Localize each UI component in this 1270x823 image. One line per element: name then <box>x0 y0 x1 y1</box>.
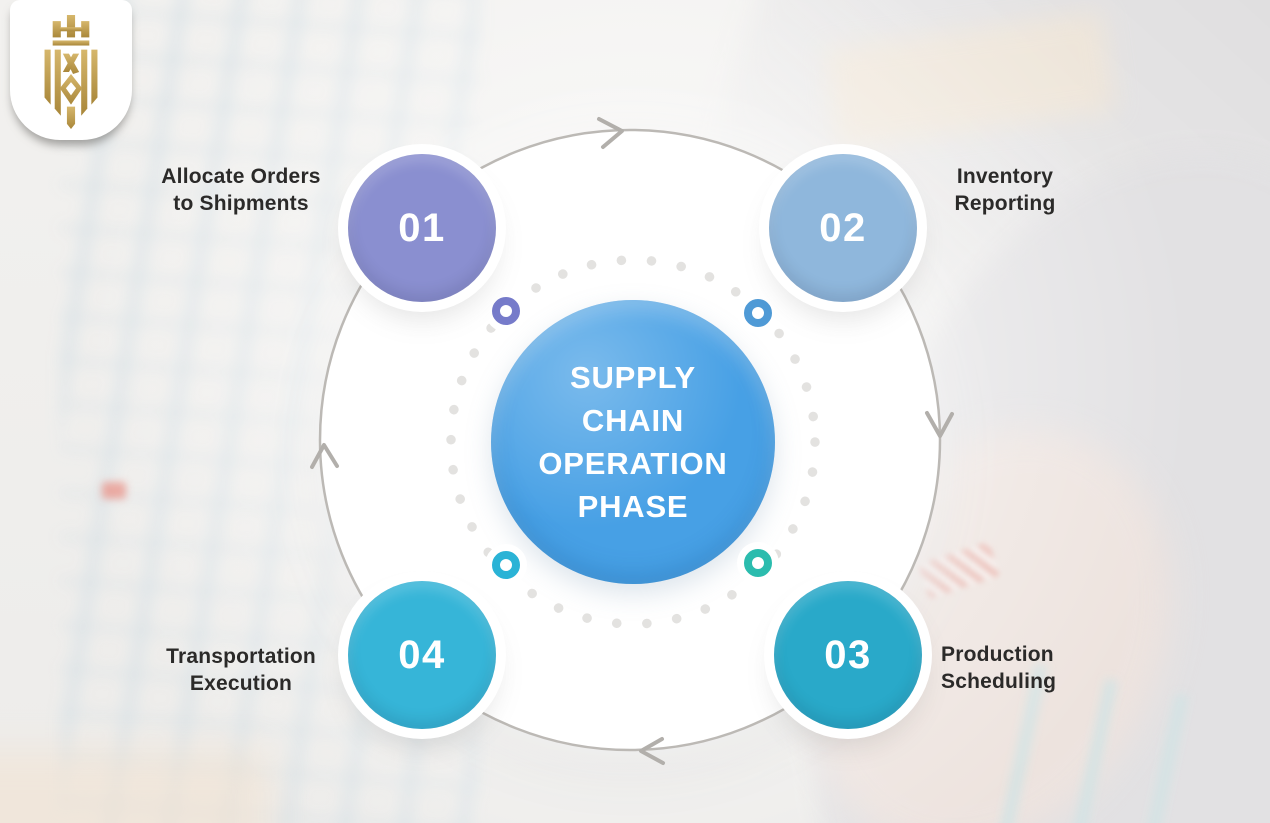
step-label-inventory-reporting: Inventory Reporting <box>905 163 1105 217</box>
step-circle-02: 02 <box>769 154 917 302</box>
step-label-production-scheduling: Production Scheduling <box>941 641 1161 695</box>
step-label-line: Inventory <box>956 165 1054 188</box>
step-label-line: Transportation <box>166 645 316 668</box>
brand-logo <box>10 0 132 140</box>
dotted-ring <box>446 255 820 629</box>
center-title-line: PHASE <box>577 489 689 524</box>
flow-arrow-bottom <box>639 737 665 765</box>
step-circle-03: 03 <box>774 581 922 729</box>
flow-arrow-left <box>310 443 339 469</box>
flow-arrow-right <box>925 411 954 438</box>
ring-marker-bottom-right <box>744 549 772 577</box>
step-circle-04: 04 <box>348 581 496 729</box>
step-number: 03 <box>824 632 872 677</box>
step-label-line: Execution <box>189 672 293 695</box>
ring-marker-top-right <box>744 299 772 327</box>
background-warm-patch <box>0 750 270 823</box>
step-label-line: Production <box>941 643 1054 666</box>
flow-arrow-top <box>597 117 624 149</box>
center-title-line: OPERATION <box>538 446 728 481</box>
cycle-ring-outline <box>318 128 942 752</box>
step-label-line: to Shipments <box>173 192 309 215</box>
center-title-line: CHAIN <box>581 403 685 438</box>
step-label-transportation-execution: Transportation Execution <box>106 643 376 697</box>
step-label-line: Reporting <box>954 192 1056 215</box>
step-label-allocate-orders: Allocate Orders to Shipments <box>96 163 386 217</box>
step-circle-01: 01 <box>348 154 496 302</box>
ring-marker-top-left <box>492 297 520 325</box>
gold-crest-icon <box>44 15 98 129</box>
step-label-line: Scheduling <box>941 670 1057 693</box>
cycle-ring-overlay <box>310 117 954 765</box>
ring-marker-bottom-left <box>492 551 520 579</box>
background-red-box-blur <box>102 482 126 499</box>
center-title-circle: SUPPLY CHAIN OPERATION PHASE <box>491 300 775 584</box>
step-number: 01 <box>398 205 446 250</box>
step-number: 04 <box>398 632 446 677</box>
center-title-line: SUPPLY <box>570 360 696 395</box>
step-number: 02 <box>819 205 867 250</box>
step-label-line: Allocate Orders <box>161 165 321 188</box>
